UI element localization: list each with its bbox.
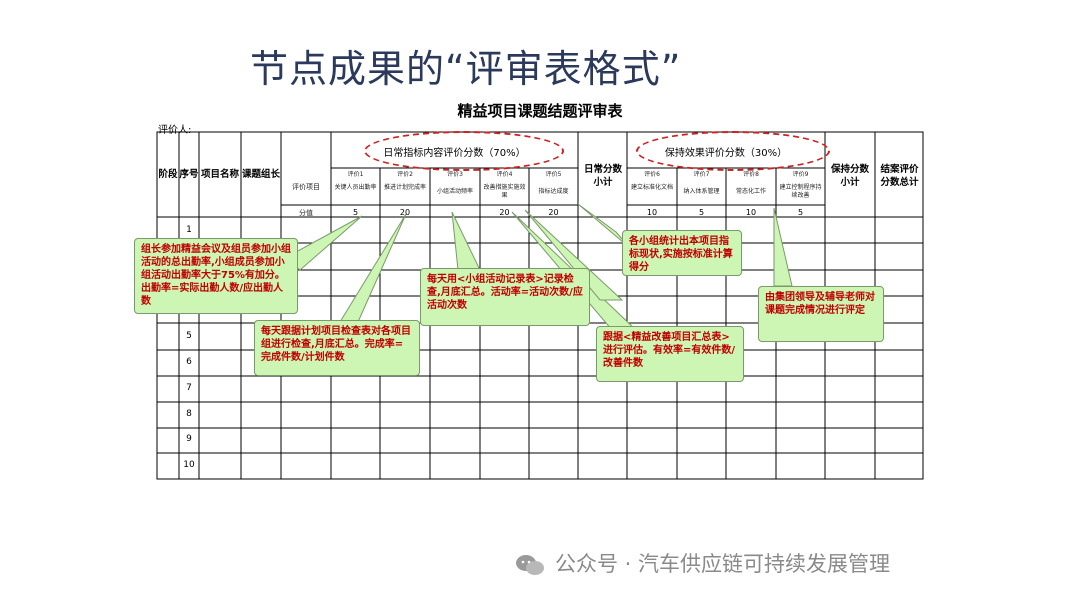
maintain-item-7-name: 纳入体系管理	[683, 188, 720, 195]
callout-attendance: 组长参加精益会议及组员参加小组活动的总出勤率,小组成员参加小组活动出勤率大于75…	[134, 238, 298, 314]
row-number: 10	[183, 460, 195, 470]
maintain-item-8-name: 常态化工作	[735, 188, 766, 195]
header-stage: 阶段	[158, 169, 178, 180]
daily-item-1-code: 评价1	[347, 171, 364, 178]
footer-watermark: 公众号 · 汽车供应链可持续发展管理	[515, 548, 890, 578]
maintain-item-9-code: 评价9	[792, 171, 809, 178]
row-number: 5	[186, 331, 192, 341]
daily-item-4-score: 20	[499, 208, 510, 217]
footer-text: 公众号 · 汽车供应链可持续发展管理	[555, 552, 891, 576]
header-daily-subtotal: 日常分数小计	[583, 164, 622, 188]
maintain-item-9-name: 建立控制程序持续改善	[779, 184, 822, 199]
daily-item-3-name: 小组活动频率	[436, 188, 473, 195]
daily-item-1-name: 关键人员出勤率	[334, 184, 377, 191]
daily-group-highlight	[364, 131, 564, 171]
callout-indicator: 各小组统计出本项目指标现状,实施按标准计算得分	[622, 230, 742, 276]
callout-completion: 每天跟据计划项目检查表对各项目组进行检查,月底汇总。完成率=完成件数/计划件数	[254, 320, 420, 376]
row-number: 7	[186, 383, 192, 393]
callout-effect: 跟据<精益改善项目汇总表>进行评估。有效率=有效件数/改善件数	[596, 326, 744, 382]
label-eval-item: 评价项目	[292, 183, 320, 191]
daily-item-3-code: 评价3	[447, 171, 463, 178]
row-number: 8	[186, 409, 192, 419]
header-topic-leader: 课题组长	[241, 169, 280, 180]
header-final-total: 结案评价分数总计	[880, 164, 919, 188]
maintain-item-8-code: 评价8	[743, 171, 759, 178]
daily-item-4-code: 评价4	[496, 171, 513, 178]
label-score: 分值	[299, 209, 313, 217]
daily-item-5-code: 评价5	[545, 171, 562, 178]
callout-activity: 每天用<小组活动记录表>记录检查,月底汇总。活动率=活动次数/应活动次数	[420, 268, 590, 326]
row-number: 9	[186, 434, 192, 444]
daily-item-2-name: 推进计划完成率	[383, 184, 426, 191]
daily-item-5-name: 指标达成度	[538, 188, 569, 195]
maintain-item-8-score: 10	[745, 208, 757, 217]
daily-item-4-name: 改善措施实施效果	[483, 184, 526, 199]
daily-item-2-code: 评价2	[397, 171, 413, 178]
slide-title: 节点成果的“评审表格式”	[250, 47, 682, 91]
header-maintain-subtotal: 保持分数小计	[830, 164, 869, 188]
maintain-item-6-name: 建立标准化文档	[630, 184, 673, 191]
row-number: 1	[186, 225, 192, 235]
row-number: 6	[186, 357, 192, 367]
maintain-group-highlight	[636, 131, 830, 171]
daily-item-5-score: 20	[548, 208, 559, 217]
table-title: 精益项目课题结题评审表	[457, 102, 623, 120]
header-seq: 序号	[179, 169, 199, 180]
header-project-name: 项目名称	[200, 169, 239, 180]
wechat-icon	[516, 555, 544, 575]
maintain-item-7-score: 5	[698, 208, 705, 217]
maintain-item-6-code: 评价6	[644, 171, 660, 178]
maintain-item-6-score: 10	[646, 208, 658, 217]
daily-item-2-score: 20	[399, 208, 411, 217]
callout-group: 由集团领导及辅导老师对课题完成情况进行评定	[758, 286, 884, 342]
maintain-item-9-score: 5	[797, 208, 804, 217]
maintain-item-7-code: 评价7	[693, 171, 710, 178]
reviewer-label: 评价人:	[158, 125, 192, 136]
daily-item-1-score: 5	[352, 208, 359, 217]
